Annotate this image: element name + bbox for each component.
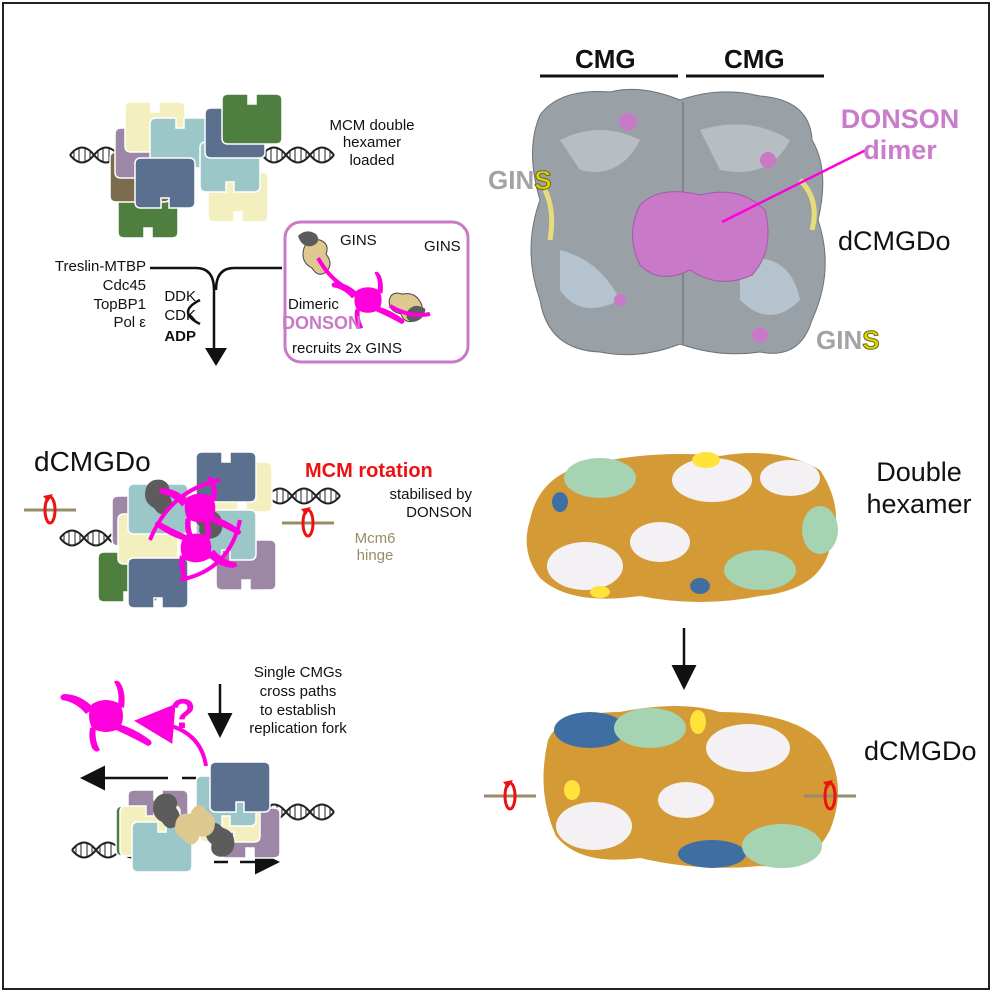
single-cmgs-label: Single CMGs cross paths to establish rep… xyxy=(238,664,358,739)
factor-treslin-mtbp: Treslin-MTBP xyxy=(54,258,146,275)
donson-dimer-label: DONSON dimer xyxy=(830,104,970,166)
gins-lower-gin: GIN xyxy=(816,325,863,355)
adp-label: ADP xyxy=(164,327,196,345)
factor-cdc45: Cdc45 xyxy=(102,276,146,294)
mcm-double-hexamer-top xyxy=(69,93,335,239)
gins-lower-s: S xyxy=(862,325,880,356)
inset-donson: DONSON xyxy=(282,313,362,333)
dcmgdo-label-middle: dCMGDo xyxy=(34,446,151,477)
dcmgdo-cartoon xyxy=(22,451,341,609)
factor-pol-epsilon: Pol ε xyxy=(113,314,146,332)
gins-complex-left xyxy=(298,231,331,275)
donson-pointer xyxy=(721,148,867,224)
single-cmgs-line-4: replication fork xyxy=(249,720,347,738)
double-hexamer-line-2: hexamer xyxy=(866,489,972,520)
mcm-rotation-label: MCM rotation xyxy=(305,460,433,482)
double-hexamer-line-1: Double xyxy=(876,457,962,487)
inset-gins-left: GINS xyxy=(340,232,377,249)
donson-dimer-inset xyxy=(316,257,431,329)
double-hexamer-label: Double hexamer xyxy=(856,456,982,521)
cmg-label-left: CMG xyxy=(575,44,636,74)
cmg-label-right: CMG xyxy=(724,44,785,74)
donson-dimer-line-2: dimer xyxy=(863,135,937,166)
mcm-label-line-3: loaded xyxy=(349,151,395,169)
gins-upper-gin: GIN xyxy=(488,165,535,195)
stabilised-by-label: stabilised by xyxy=(389,486,472,503)
single-cmgs-line-1: Single CMGs xyxy=(253,664,343,681)
kinase-cdk: CDK xyxy=(164,306,196,324)
inset-recruits: recruits 2x GINS xyxy=(292,340,403,357)
mcm-label-line-1: MCM double xyxy=(329,117,415,134)
hinge-line-2: hinge xyxy=(356,547,394,565)
mcm6-hinge-label: Mcm6 hinge xyxy=(340,530,410,565)
recruitment-arrow xyxy=(150,266,282,350)
cryo-em-density-map xyxy=(530,88,826,356)
hinge-line-1: Mcm6 xyxy=(354,530,396,547)
single-cmgs-line-2: cross paths xyxy=(259,682,337,700)
mcm-label-line-2: hexamer xyxy=(342,134,402,152)
dcmgdo-label-bottom: dCMGDo xyxy=(864,736,977,766)
rotation-arrow-icon xyxy=(280,505,336,538)
arrow-down-icon xyxy=(205,348,227,366)
mcm-double-hexamer-label: MCM double hexamer loaded xyxy=(322,117,422,169)
donson-middle-label: DONSON xyxy=(406,504,472,521)
question-mark-icon: ? xyxy=(170,690,196,737)
dcmgdo-label-top: dCMGDo xyxy=(838,226,951,256)
factor-topbp1: TopBP1 xyxy=(93,295,146,313)
gins-upper-s: S xyxy=(534,165,552,196)
donson-released xyxy=(60,680,152,752)
kinases: DDK CDK ADP xyxy=(150,288,196,346)
inset-dimeric: Dimeric xyxy=(288,296,339,313)
kinase-ddk: DDK xyxy=(164,288,196,305)
rotation-arrow-icon xyxy=(482,778,538,811)
donson-dimer-line-1: DONSON xyxy=(840,104,960,134)
donson-inset-box xyxy=(283,220,470,364)
gins-label-lower: GINS xyxy=(816,325,880,356)
double-hexamer-surface xyxy=(526,452,838,602)
donson-release-arrow xyxy=(134,703,208,767)
gins-label-upper: GINS xyxy=(488,165,552,196)
initiation-factors: Treslin-MTBP Cdc45 TopBP1 Pol ε xyxy=(36,258,146,333)
dcmgdo-surface xyxy=(543,706,838,868)
inset-gins-right: GINS xyxy=(424,238,461,255)
single-cmgs-line-3: to establish xyxy=(260,701,336,719)
rotation-arrow-icon xyxy=(22,492,78,525)
